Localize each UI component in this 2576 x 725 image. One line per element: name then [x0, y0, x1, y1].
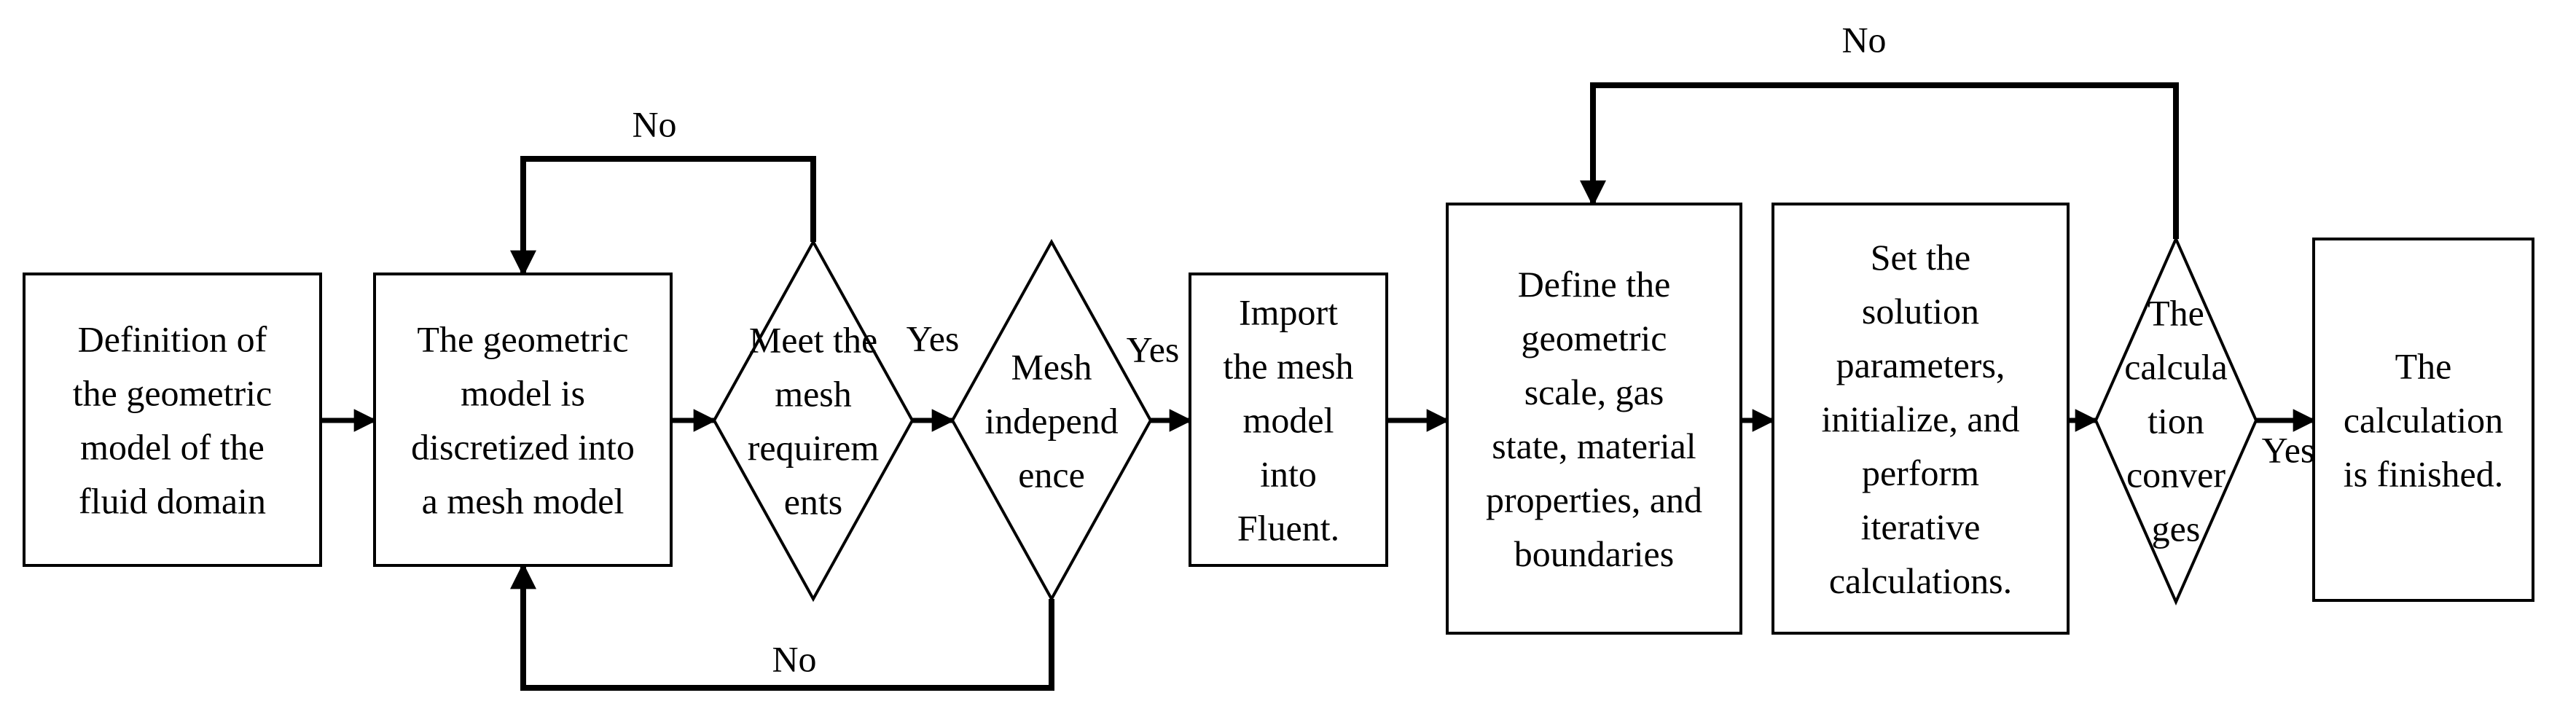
node-text-line: calculation [2344, 399, 2503, 440]
decision-diamond [712, 238, 915, 603]
node-text-line: perform [1862, 452, 1979, 493]
node-text-line: Import [1239, 291, 1338, 332]
edge-label-yes: Yes [2262, 429, 2315, 470]
arrow-d1-to-n2 [510, 156, 816, 277]
process-box [1446, 203, 1742, 635]
node-text-line: Set the [1871, 237, 1970, 278]
nodes: Definition of the geometric model of the fl… [23, 203, 2534, 635]
node-text-line: is finished. [2344, 453, 2503, 494]
node-text-line: mesh [775, 373, 852, 414]
process-box [23, 273, 322, 567]
node-text-line: fluid domain [79, 480, 266, 521]
node-text-line: Mesh [1011, 346, 1092, 387]
arrow-d3-to-n4 [1580, 82, 2179, 239]
node-text-line: parameters, [1836, 345, 2005, 385]
node-text-line: properties, and [1486, 479, 1702, 520]
node-text-line: tion [2148, 400, 2204, 441]
node-text-line: the geometric [73, 372, 273, 413]
node-text-line: model of the [80, 426, 265, 467]
node-text-line: independ [984, 400, 1118, 441]
node-text-line: Define the [1518, 264, 1671, 305]
edge-label-yes: Yes [1127, 329, 1180, 369]
node-text-line: initialize, and [1821, 399, 2019, 439]
connectors [321, 82, 2317, 691]
node-text-line: Fluent. [1237, 507, 1339, 548]
node-text-line: state, material [1492, 426, 1696, 466]
node-n2: The geometric model is discretized into a m… [373, 273, 673, 567]
process-box [1772, 203, 2070, 635]
node-d1: Meet the mesh requirem ents [712, 238, 915, 603]
node-text-line: into [1260, 453, 1317, 494]
node-text-line: iterative [1861, 506, 1981, 547]
node-text-line: Definition of [78, 318, 267, 359]
node-text-line: discretized into [411, 426, 635, 467]
node-text-line: The [2395, 345, 2452, 386]
process-box [373, 273, 673, 567]
node-text-line: ges [2152, 508, 2201, 549]
decision-diamond [2094, 235, 2258, 606]
node-text-line: conver [2126, 454, 2225, 495]
node-text-line: requirem [748, 427, 880, 468]
node-text-line: scale, gas [1524, 372, 1664, 412]
node-text-line: model [1243, 399, 1334, 440]
process-box [1189, 273, 1388, 567]
node-text-line: the mesh [1223, 345, 1353, 386]
node-text-line: ents [784, 481, 843, 522]
decision-diamond [950, 238, 1153, 603]
node-text-line: The geometric [417, 318, 628, 359]
node-text-line: boundaries [1514, 533, 1674, 574]
process-box [2312, 238, 2534, 602]
edge-label-yes: Yes [907, 318, 960, 358]
edge-label-no: No [1841, 19, 1886, 60]
node-text-line: Meet the [749, 319, 877, 360]
node-text-line: The [2148, 292, 2204, 333]
node-n4: Define the geometric scale, gas state, mate… [1446, 203, 1742, 635]
node-d3: The calcula tion conver ges [2094, 235, 2258, 606]
node-n6: The calculation is finished. [2312, 238, 2534, 602]
node-text-line: model is [461, 372, 585, 413]
arrow-d2-to-n2 [510, 563, 1054, 691]
node-text-line: solution [1862, 291, 1979, 332]
node-text-line: calcula [2124, 346, 2228, 387]
node-text-line: ence [1018, 454, 1085, 495]
node-d2: Mesh independ ence [950, 238, 1153, 603]
node-text-line: a mesh model [422, 480, 625, 521]
edge-label-no: No [632, 103, 676, 144]
node-text-line: geometric [1522, 318, 1667, 358]
node-n5: Set the solution parameters, initialize, an… [1772, 203, 2070, 635]
edge-label-no: No [772, 638, 816, 679]
node-n1: Definition of the geometric model of the fl… [23, 273, 322, 567]
node-text-line: calculations. [1829, 560, 2012, 601]
